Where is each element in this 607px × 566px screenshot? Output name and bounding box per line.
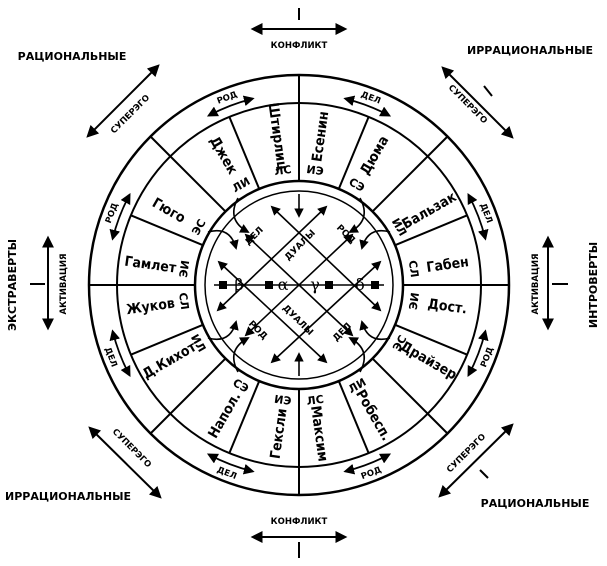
type-code: СЛ <box>176 292 191 311</box>
divider-major <box>149 357 227 435</box>
label-superego-tl: СУПЕРЭГО <box>109 93 152 136</box>
label-right: ИНТРОВЕРТЫ <box>587 242 600 328</box>
type-code: ЭИ <box>177 259 192 278</box>
divider-minor <box>228 116 261 190</box>
type-code: ЛС <box>273 163 292 178</box>
label-conflict-top: КОНФЛИКТ <box>271 41 328 51</box>
ring-dividers <box>89 75 509 495</box>
type-code: ИЭ <box>306 163 325 178</box>
label-superego-bl: СУПЕРЭГО <box>110 427 153 470</box>
inner-rod-bl: РОД <box>246 319 269 342</box>
divider-major <box>149 135 227 213</box>
type-name: Максим <box>307 405 331 463</box>
type-name: Бальзак <box>400 189 460 233</box>
label-left: ЭКСТРАВЕРТЫ <box>6 239 19 331</box>
divider-major <box>371 135 449 213</box>
relation-arrow <box>206 453 255 475</box>
type-name: Габен <box>425 254 469 276</box>
quadra-alpha: α <box>278 275 289 294</box>
label-superego-tr: СУПЕРЭГО <box>446 83 489 126</box>
outer-arrows <box>30 8 568 558</box>
relation-arrow <box>343 453 392 475</box>
type-code: ИЭ <box>273 393 292 408</box>
type-name: Гамлет <box>124 254 178 277</box>
label-bottom-left: ИРРАЦИОНАЛЬНЫЕ <box>5 490 131 503</box>
type-name: Д.Кихот <box>140 339 200 383</box>
type-code: ЛС <box>306 393 325 408</box>
type-name: Жуков <box>125 296 176 319</box>
divider-minor <box>394 214 468 247</box>
label-top-right: ИРРАЦИОНАЛЬНЫЕ <box>467 44 593 57</box>
divider-minor <box>130 323 204 356</box>
quadra-beta: β <box>234 275 243 294</box>
inner-del-tl: ДЕЛ <box>243 225 265 247</box>
type-name: Гексли <box>268 407 291 459</box>
type-name: Дюма <box>357 133 392 178</box>
relation-arrow <box>206 95 255 117</box>
divider-minor <box>228 380 261 454</box>
label-conflict-bottom: КОНФЛИКТ <box>271 517 328 527</box>
type-name: Штирлиц <box>264 102 289 172</box>
type-name: Гюго <box>149 195 188 227</box>
relation-arrow <box>343 95 392 117</box>
type-code: ЭС <box>189 217 208 237</box>
divider-minor <box>394 323 468 356</box>
divider-major <box>371 357 449 435</box>
quadra-delta: δ <box>355 275 365 294</box>
relation-arrow <box>109 329 131 378</box>
label-bottom-right: РАЦИОНАЛЬНЫЕ <box>481 497 590 510</box>
type-code: СЛ <box>406 259 421 278</box>
quadra-gamma: γ <box>310 275 320 294</box>
type-name: Есенин <box>309 110 332 163</box>
divider-minor <box>130 214 204 247</box>
inner-nodes <box>219 281 379 289</box>
type-code: ЭИ <box>407 292 422 311</box>
label-activation-right: АКТИВАЦИЯ <box>531 253 541 314</box>
divider-minor <box>337 116 370 190</box>
type-name: Джек <box>206 134 241 178</box>
inner-grid <box>207 194 391 376</box>
label-activation-left: АКТИВАЦИЯ <box>59 253 69 314</box>
divider-minor <box>337 380 370 454</box>
duals-bottom: ДУАЛЫ <box>280 303 314 337</box>
type-code: СЭ <box>347 175 367 194</box>
type-name: Драйзер <box>397 338 459 383</box>
type-code: ЛИ <box>230 175 252 195</box>
label-top-left: РАЦИОНАЛЬНЫЕ <box>18 50 127 63</box>
relation-arrow <box>467 192 489 241</box>
type-name: Робесп. <box>352 387 394 444</box>
type-name: Дост. <box>427 296 468 317</box>
relation-arrow <box>109 192 131 241</box>
relation-arrow <box>467 329 489 378</box>
inner-rod-tr: РОД <box>334 223 357 246</box>
